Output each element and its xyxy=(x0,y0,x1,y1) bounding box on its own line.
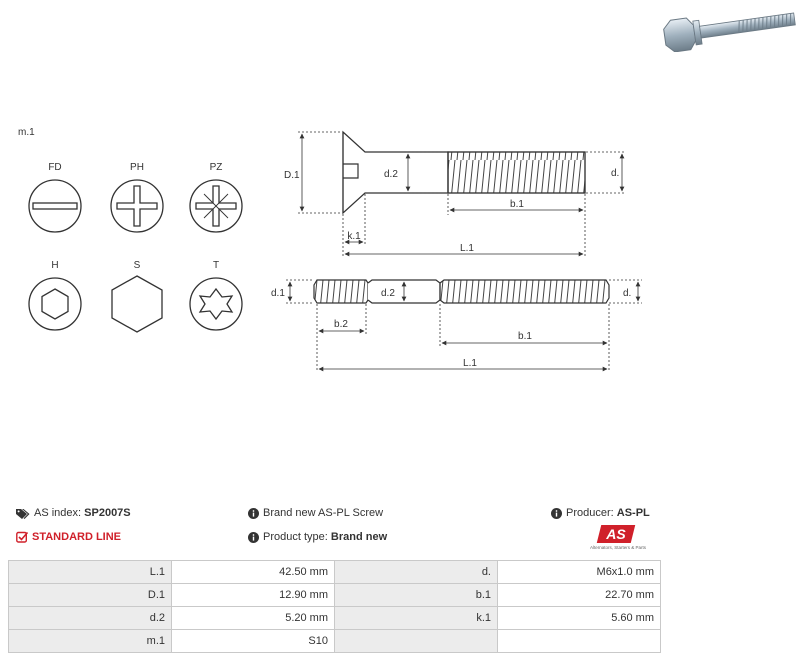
drive-label-fd: FD xyxy=(48,162,61,173)
dim-label-b1-bottom: b.1 xyxy=(518,331,532,342)
dim-label-k1: k.1 xyxy=(347,231,361,242)
spec-value xyxy=(497,629,661,653)
spec-value: 5.60 mm xyxy=(497,606,661,630)
stud-drawing xyxy=(313,279,610,304)
standard-line: STANDARD LINE xyxy=(16,531,121,543)
spec-value: 42.50 mm xyxy=(171,560,335,584)
description-text: Brand new AS-PL Screw xyxy=(263,507,384,519)
countersunk-dimensions xyxy=(298,131,626,258)
spec-value: 22.70 mm xyxy=(497,583,661,607)
stud-dimensions xyxy=(286,279,642,372)
as-index-label: AS index: xyxy=(34,507,82,519)
dim-label-D1: D.1 xyxy=(284,170,300,181)
dim-label-L1-bottom: L.1 xyxy=(463,358,477,369)
dim-label-b1-top: b.1 xyxy=(510,199,524,210)
producer: Producer: AS-PL xyxy=(551,507,650,519)
producer-logo: AS Alternators, Starters & Parts xyxy=(585,525,651,553)
product-description: Brand new AS-PL Screw xyxy=(248,507,383,519)
info-icon xyxy=(551,507,562,519)
dim-label-d1: d.1 xyxy=(271,288,285,299)
spec-value: S10 xyxy=(171,629,335,653)
drive-label-pz: PZ xyxy=(210,162,223,173)
spec-label: m.1 xyxy=(8,629,172,653)
spec-label: b.1 xyxy=(334,583,498,607)
info-icon xyxy=(248,507,259,519)
spec-value: 12.90 mm xyxy=(171,583,335,607)
dim-label-L1-top: L.1 xyxy=(460,243,474,254)
table-row: d.2 5.20 mm k.1 5.60 mm xyxy=(8,606,661,630)
spec-value: M6x1.0 mm xyxy=(497,560,661,584)
spec-label: d.2 xyxy=(8,606,172,630)
torx-drive-icon xyxy=(189,277,243,331)
tags-icon xyxy=(16,508,30,519)
hex-socket-drive-icon xyxy=(28,277,82,331)
dim-label-d2-top: d.2 xyxy=(384,169,398,180)
dim-label-d-top: d. xyxy=(611,168,619,179)
producer-label: Producer: xyxy=(566,507,614,519)
table-row: D.1 12.90 mm b.1 22.70 mm xyxy=(8,583,661,607)
as-index: AS index: SP2007S xyxy=(16,507,131,519)
dim-label-b2: b.2 xyxy=(334,319,348,330)
spec-label: k.1 xyxy=(334,606,498,630)
drive-label-s: S xyxy=(134,260,141,271)
countersunk-screw-drawing xyxy=(342,130,586,215)
product-type-label: Product type: xyxy=(263,531,328,543)
drive-label-ph: PH xyxy=(130,162,144,173)
spec-label: D.1 xyxy=(8,583,172,607)
product-type: Product type: Brand new xyxy=(248,531,387,543)
logo-tagline: Alternators, Starters & Parts xyxy=(589,545,647,550)
product-photo xyxy=(663,12,796,52)
drive-label-h: H xyxy=(51,260,58,271)
spec-label xyxy=(334,629,498,653)
logo-text: AS xyxy=(606,526,626,542)
external-hex-drive-icon xyxy=(111,275,163,333)
producer-value: AS-PL xyxy=(616,507,650,519)
drive-label-t: T xyxy=(213,260,219,271)
technical-drawing: m.1 FD PH PZ H S T xyxy=(18,127,642,372)
product-type-value: Brand new xyxy=(330,531,388,543)
dim-label-d-bottom: d. xyxy=(623,288,631,299)
checkbox-checked-icon xyxy=(16,531,28,543)
dim-label-d2-bottom: d.2 xyxy=(381,288,395,299)
pozidriv-drive-icon xyxy=(189,179,243,233)
spec-table: L.1 42.50 mm d. M6x1.0 mm D.1 12.90 mm b… xyxy=(8,560,661,653)
spec-label: d. xyxy=(334,560,498,584)
standard-line-label: STANDARD LINE xyxy=(32,531,122,543)
as-index-value: SP2007S xyxy=(84,507,131,519)
spec-value: 5.20 mm xyxy=(171,606,335,630)
table-row: m.1 S10 xyxy=(8,629,661,653)
spec-label: L.1 xyxy=(8,560,172,584)
phillips-drive-icon xyxy=(110,179,164,233)
slotted-drive-icon xyxy=(28,179,82,233)
table-row: L.1 42.50 mm d. M6x1.0 mm xyxy=(8,560,661,584)
info-icon xyxy=(248,531,259,543)
section-label: m.1 xyxy=(18,127,35,138)
